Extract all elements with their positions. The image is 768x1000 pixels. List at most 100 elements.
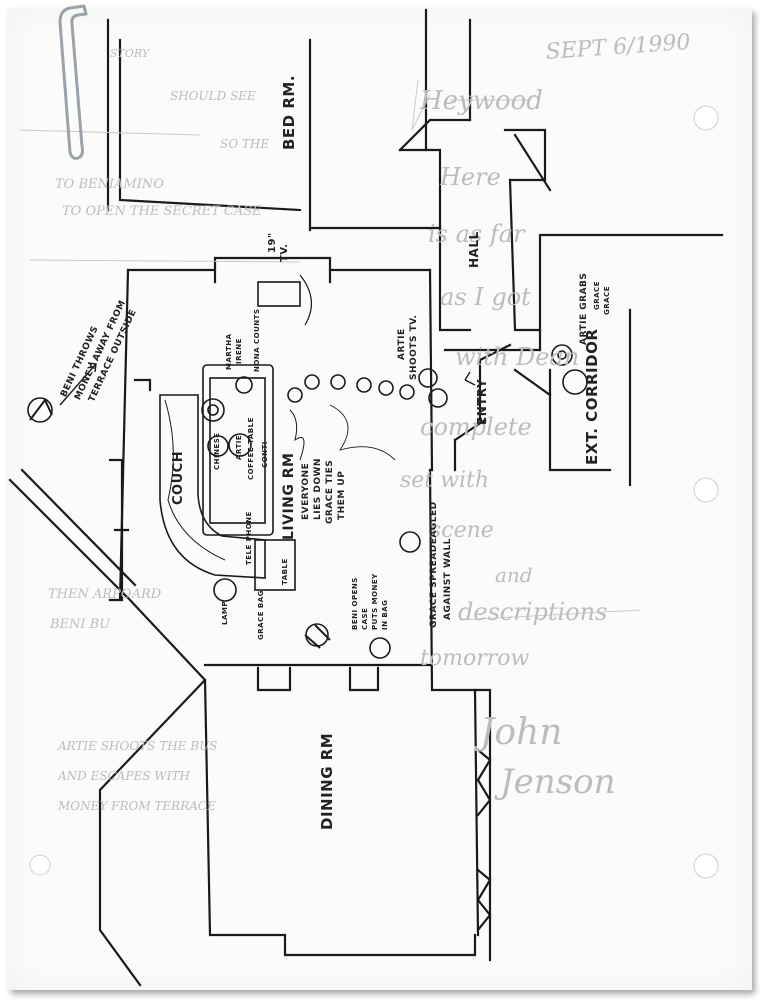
ghost-underline-1 [19, 129, 201, 136]
figure-beni-case [369, 637, 391, 659]
label-bedroom: BED RM. [280, 74, 298, 150]
label-artie: ARTIE [235, 434, 243, 460]
ghost-left-8: ARTIE SHOOTS THE BUS [58, 739, 218, 753]
left-column [113, 378, 152, 532]
ghost-line-6: set with [400, 468, 490, 493]
label-irene: IRENE [235, 338, 243, 364]
label-tv-size: 19" [267, 232, 278, 253]
figure-martha [201, 398, 225, 422]
figure-nona [235, 376, 253, 394]
corridor-wall [538, 233, 724, 352]
label-couch: COUCH [171, 450, 186, 505]
binder-hole-top [693, 105, 719, 131]
note-everyone-4: THEM UP [337, 470, 347, 520]
bedroom-wall-top [118, 38, 302, 212]
figure-artie-couch [228, 433, 252, 457]
corridor-inner [548, 368, 612, 472]
doorway-arc [299, 274, 312, 326]
ghost-left-3: SO THE [220, 137, 270, 151]
note-artie-grabs-2: GRACE [593, 281, 601, 310]
label-table: TABLE [281, 558, 289, 585]
label-hall: HALL [467, 231, 481, 268]
label-tele-phone: TELE PHONE [245, 511, 253, 565]
ghost-line-5: complete [420, 413, 532, 441]
chair-5 [399, 384, 415, 400]
dining-left-wall [203, 678, 477, 957]
binder-hole-middle [693, 477, 719, 503]
scribble-chairs [329, 404, 396, 461]
ghost-line-3: as I got [440, 283, 531, 311]
ghost-line-2: is as far [428, 220, 525, 248]
ghost-left-4: TO BENIAMINO [55, 177, 164, 192]
ghost-left-6: THEN ARPOARD [48, 587, 162, 602]
tv-alcove [213, 256, 332, 284]
note-beni-opens-3: PUTS MONEY [371, 573, 379, 630]
arrow-beni [59, 362, 97, 406]
paper-clip-icon [58, 4, 88, 160]
hall-door [398, 118, 472, 182]
label-lamp: LAMP [221, 601, 229, 625]
label-grace-bag: GRACE BAG [257, 590, 265, 640]
note-grace-spread-2: AGAINST WALL [443, 538, 453, 620]
label-exit-corridor: EXT. CORRIDOR [583, 328, 601, 465]
chair-1 [304, 374, 320, 390]
note-everyone-1: EVERYONE [301, 462, 311, 520]
note-artie-shoots-1: ARTIE [397, 328, 407, 360]
ghost-underline-4 [459, 609, 641, 621]
label-tv: TV. [279, 243, 290, 262]
label-living-room: LIVING RM [281, 452, 297, 540]
door-gap-2 [348, 666, 380, 692]
ghost-line-1: Here [440, 163, 501, 191]
figure-artie-corr-1 [562, 369, 588, 395]
note-beni-opens-4: IN BAG [381, 599, 389, 630]
entry-wall [478, 343, 512, 422]
coffee-table-shape [202, 364, 274, 536]
chair-6 [287, 387, 303, 403]
paper-sheet [8, 8, 752, 990]
ghost-left-9: AND ESCAPES WITH [58, 769, 190, 783]
ghost-stroke-heywood [411, 79, 431, 131]
label-conti: CONTI [261, 441, 269, 468]
door-gap-1 [256, 666, 292, 692]
ghost-left-2: SHOULD SEE [170, 89, 256, 103]
note-artie-shoots-2: SHOOTS TV. [409, 314, 419, 380]
beni-mark [29, 398, 53, 421]
ghost-line-9: descriptions [458, 598, 608, 626]
label-entry: ENTRY [475, 378, 489, 425]
coffee-table-inner [209, 377, 266, 524]
figure-shoots [418, 368, 438, 388]
note-everyone-2: LIES DOWN [313, 458, 323, 520]
ghost-left-5: TO OPEN THE SECRET CASE [62, 204, 262, 219]
ghost-line-10: tomorrow [420, 646, 530, 671]
tv-stand [257, 281, 301, 307]
binder-hole-bottom [693, 853, 719, 879]
figure-martha-inner [207, 404, 219, 416]
scribble-living [289, 409, 305, 461]
figure-lamp [213, 578, 237, 602]
chair-4 [378, 380, 394, 396]
hall-door-right [503, 128, 552, 192]
terrace-inner-wall [20, 468, 137, 587]
note-beni-opens-1: BENI OPENS [351, 577, 359, 630]
couch-shape [159, 394, 266, 579]
ghost-left-7: BENI BU [50, 617, 111, 632]
entry-door-swing [453, 418, 487, 472]
ghost-circle [29, 854, 51, 876]
chair-3 [356, 377, 372, 393]
ghost-signature-2: Jenson [500, 762, 616, 802]
figure-chinese [207, 435, 229, 457]
ghost-left-1: STORY [110, 47, 150, 60]
couch-scribble [164, 399, 226, 561]
label-nona-counts: NONA COUNTS [253, 308, 261, 372]
note-grace-spread-1: GRACE SPREADEAGLED [429, 501, 439, 628]
figure-beni-terrace [27, 397, 53, 423]
hall-passage [438, 178, 542, 332]
figure-artie-corr-2b [557, 350, 567, 360]
ghost-heywood: Heywood [420, 86, 543, 116]
living-dining-divider [428, 468, 492, 962]
label-chinese: CHINESE [213, 432, 221, 470]
ghost-left-10: MONEY FROM TERRACE [58, 799, 216, 813]
end-table-shape [254, 539, 296, 591]
ghost-signature-1: John [480, 712, 563, 753]
